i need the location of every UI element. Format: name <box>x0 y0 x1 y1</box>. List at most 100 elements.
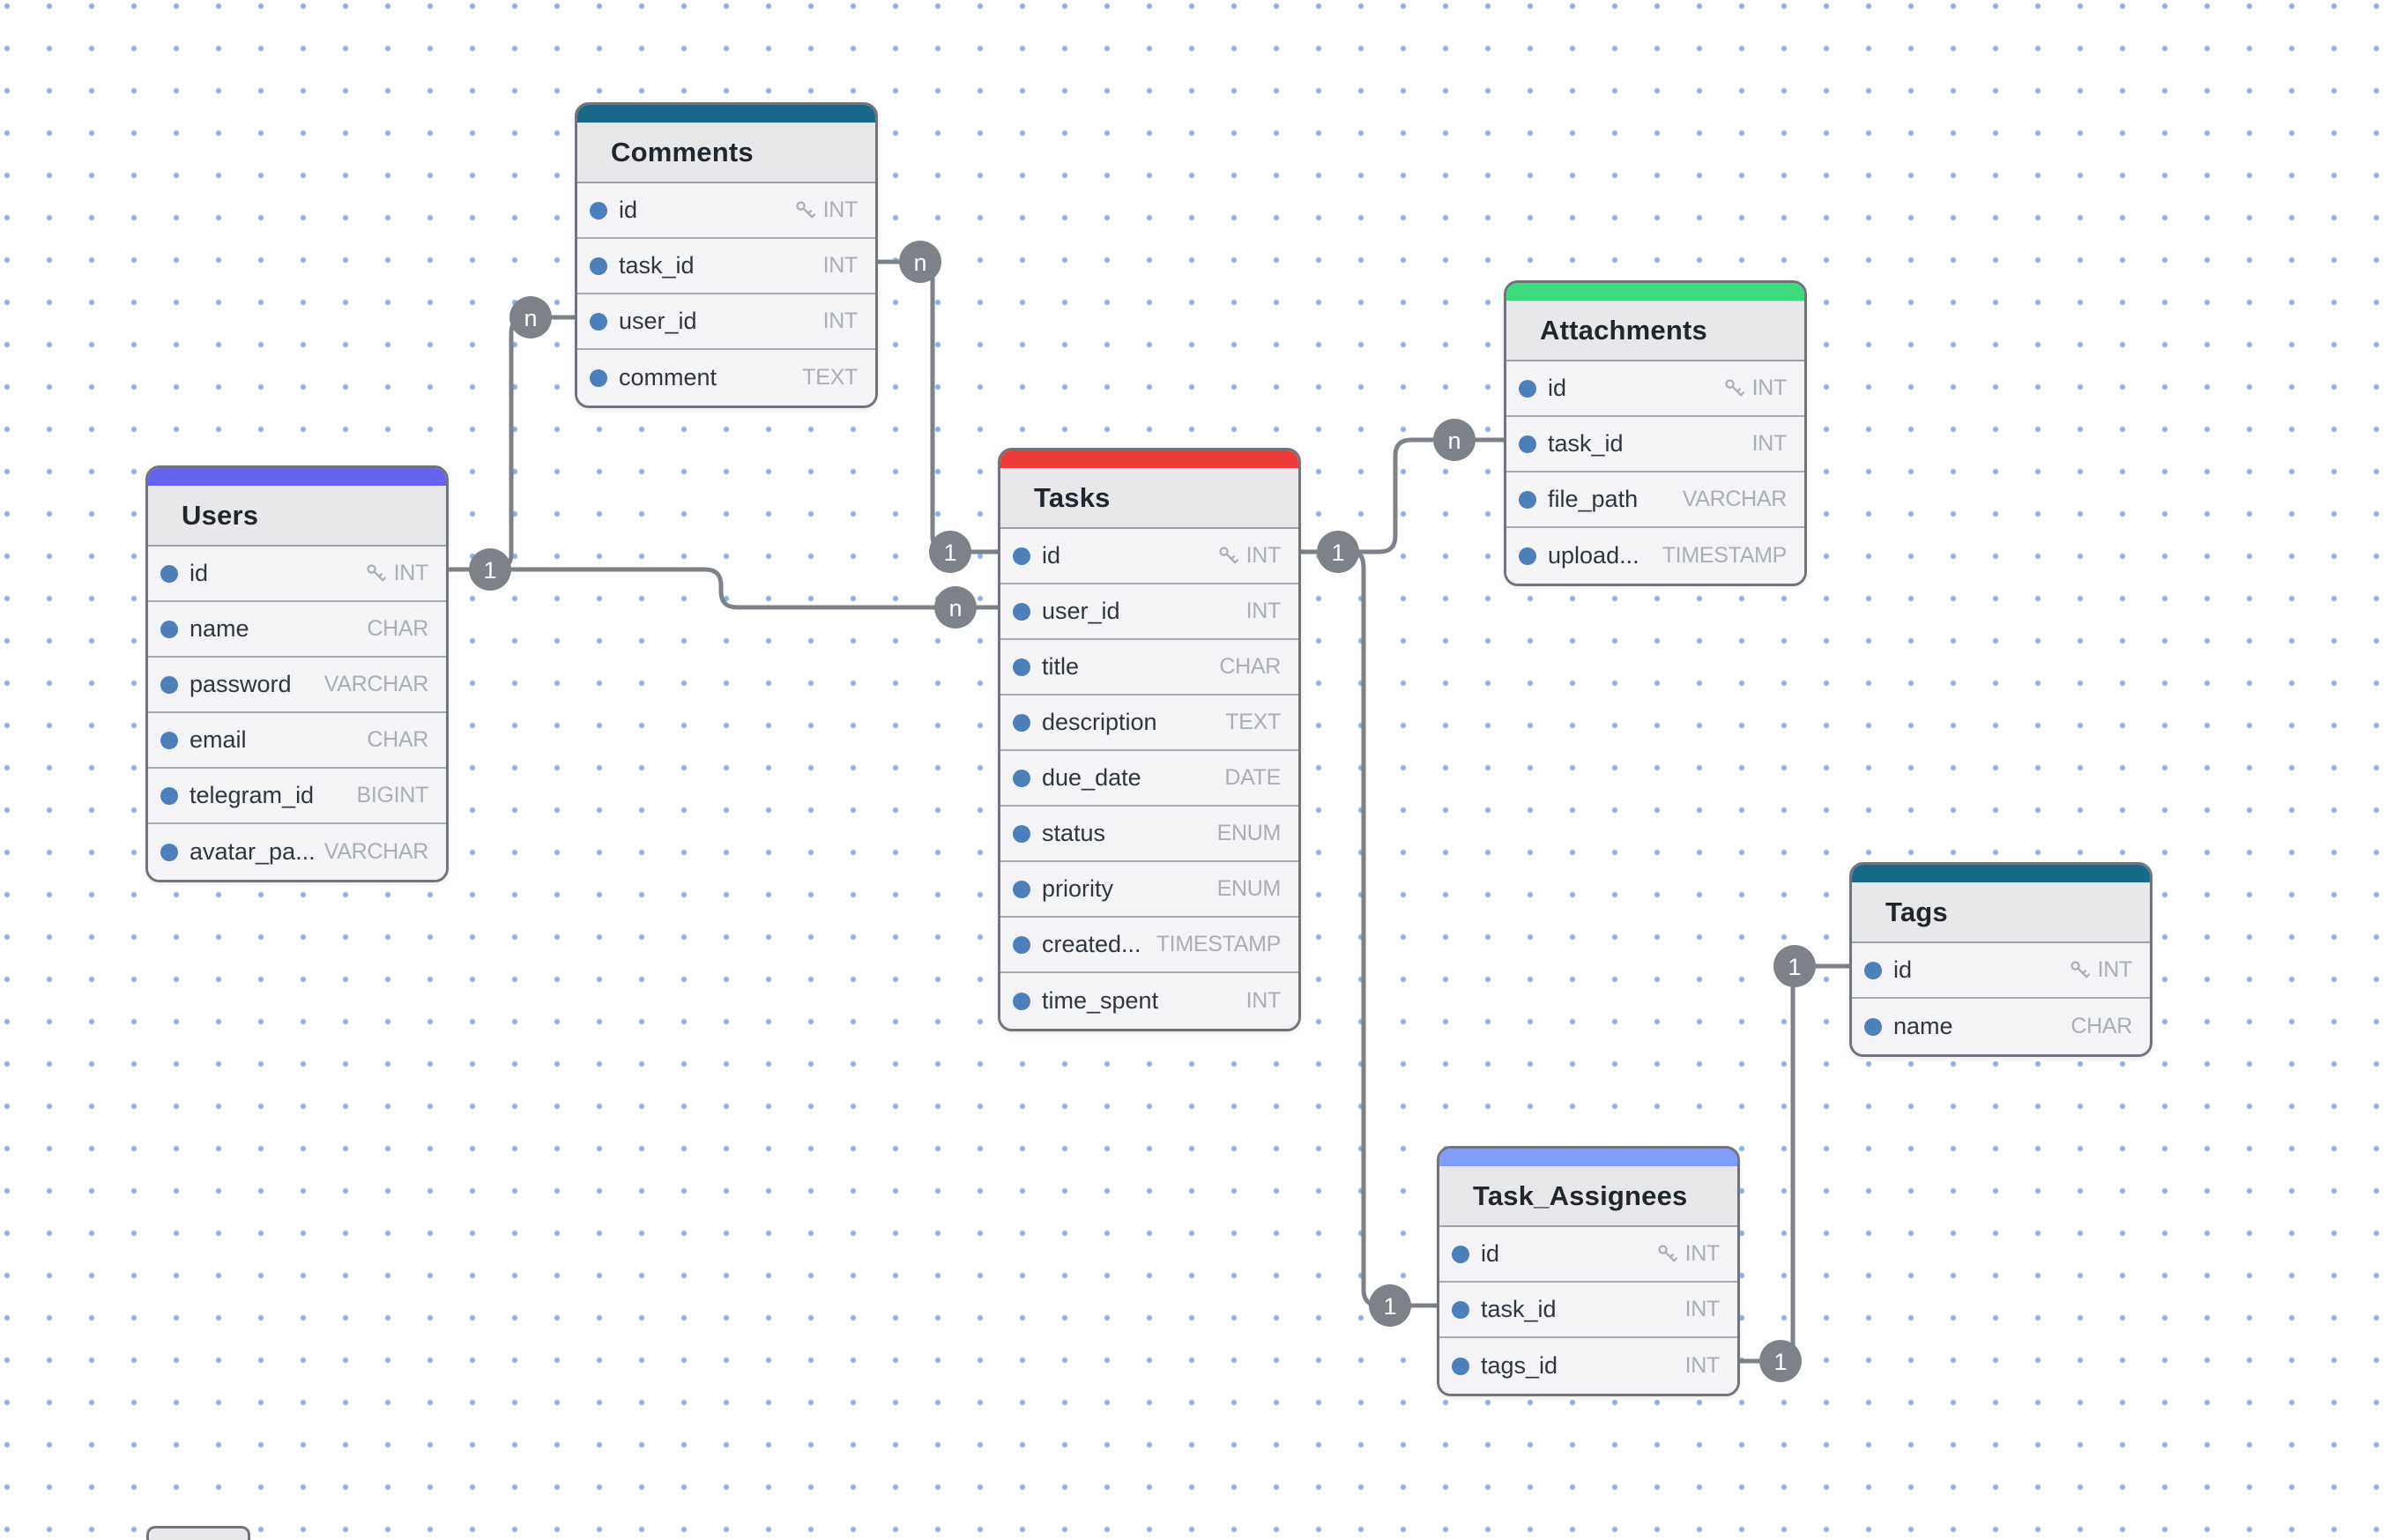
field-type: CHAR <box>1219 654 1281 679</box>
field-dot <box>590 201 607 219</box>
field-name: upload... <box>1548 542 1639 569</box>
field-type: INT <box>1245 543 1282 568</box>
field-row-avatar_pa[interactable]: avatar_pa... VARCHAR <box>148 824 446 880</box>
field-type: ENUM <box>1216 876 1282 901</box>
field-dot <box>1452 1245 1469 1263</box>
field-name: id <box>1548 375 1567 401</box>
table-title: Tags <box>1852 882 2150 943</box>
field-row-id[interactable]: id INT <box>1000 529 1298 584</box>
cardinality-label: 1 <box>1331 539 1344 566</box>
cardinality-label: 1 <box>943 539 956 566</box>
field-name: name <box>1893 1013 1953 1039</box>
field-dot <box>1013 935 1030 954</box>
primary-key-icon <box>796 201 815 219</box>
field-type: VARCHAR <box>323 839 429 864</box>
field-name: email <box>190 726 247 753</box>
field-name: avatar_pa... <box>190 838 316 865</box>
table-accent-strip <box>1439 1149 1737 1166</box>
cardinality-badge-circle <box>929 531 971 573</box>
field-type: INT <box>822 309 859 333</box>
field-dot <box>1013 602 1030 621</box>
field-row-id[interactable]: id INT <box>1506 361 1804 417</box>
cardinality-label: n <box>913 249 926 276</box>
field-name: telegram_id <box>190 782 315 808</box>
field-row-user_id[interactable]: user_id INT <box>577 294 875 350</box>
field-name: description <box>1042 709 1157 735</box>
field-row-created[interactable]: created... TIMESTAMP <box>1000 918 1298 973</box>
cardinality-label: 1 <box>1773 1349 1787 1375</box>
cardinality-badge-circle <box>1759 1340 1802 1382</box>
field-name: file_path <box>1548 486 1639 512</box>
field-dot <box>1519 490 1536 509</box>
primary-key-icon <box>1658 1245 1677 1262</box>
cardinality-label: 1 <box>1383 1293 1396 1320</box>
table-title: Comments <box>577 123 875 183</box>
field-name: status <box>1042 820 1106 846</box>
field-type: INT <box>393 561 429 585</box>
field-type: DATE <box>1224 765 1281 790</box>
field-type: INT <box>1245 599 1282 623</box>
field-name: id <box>1893 956 1913 983</box>
field-dot <box>590 312 607 331</box>
cardinality-label: n <box>524 305 537 331</box>
cardinality-label: 1 <box>1788 954 1801 980</box>
relationship-line-tasks-id-to-attachments-task_id[interactable] <box>1301 437 1504 554</box>
field-type: INT <box>1245 988 1282 1013</box>
cardinality-label: n <box>948 595 962 621</box>
field-name: id <box>619 197 638 223</box>
field-name: id <box>1042 542 1061 569</box>
field-type: VARCHAR <box>323 672 429 696</box>
field-dot <box>1013 880 1030 898</box>
field-dot <box>160 843 178 861</box>
field-type: TIMESTAMP <box>1156 932 1282 956</box>
field-type: INT <box>1751 431 1788 456</box>
field-row-upload[interactable]: upload...TIMESTAMP <box>1506 528 1804 584</box>
field-name: created... <box>1042 931 1141 957</box>
table-accent-strip <box>1506 283 1804 301</box>
field-type: CHAR <box>367 616 428 641</box>
cardinality-badge: 1 <box>1773 945 1816 987</box>
table-accent-strip <box>577 105 875 123</box>
cardinality-badge: 1 <box>469 548 511 591</box>
field-dot <box>1013 992 1030 1010</box>
cardinality-badge: 1 <box>929 531 971 573</box>
relationship-line-users-id-to-tasks-user_id[interactable] <box>449 567 998 610</box>
table-accent-strip <box>148 468 446 486</box>
table-title: Users <box>148 486 446 547</box>
field-type: INT <box>1751 376 1788 400</box>
field-dot <box>1452 1300 1469 1319</box>
cardinality-badge: n <box>509 296 552 339</box>
field-name: user_id <box>619 308 697 334</box>
field-dot <box>1013 824 1030 843</box>
field-name: comment <box>619 364 717 391</box>
